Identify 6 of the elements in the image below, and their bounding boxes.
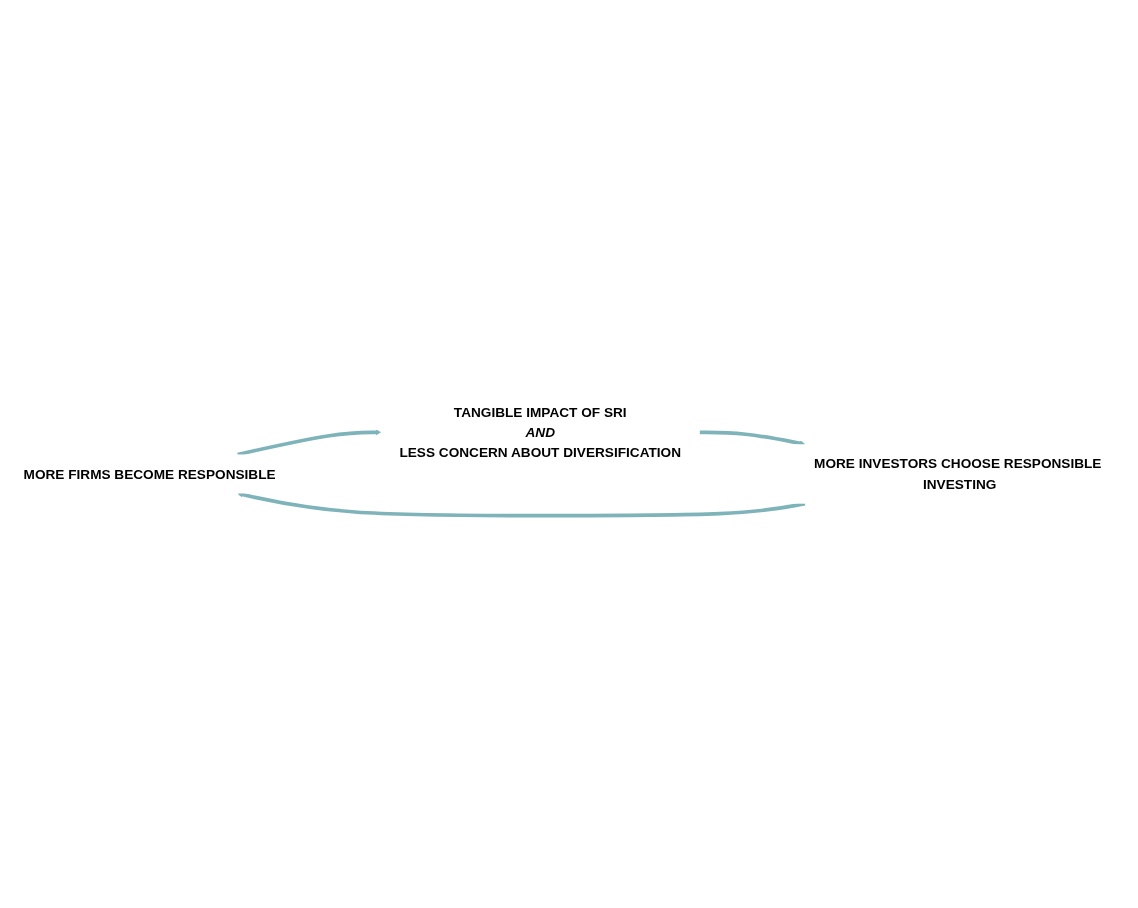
arrow — [699, 430, 806, 446]
arrow — [237, 491, 806, 518]
node-text: MORE INVESTORS CHOOSE RESPONSIBLE INVESTING — [814, 456, 1102, 492]
node-text: TANGIBLE IMPACT OF SRI AND LESS CONCERN ABOUT DIVERSIFICATION — [399, 404, 681, 461]
node-text: MORE FIRMS BECOME RESPONSIBLE — [23, 466, 276, 482]
arrow — [237, 429, 382, 457]
